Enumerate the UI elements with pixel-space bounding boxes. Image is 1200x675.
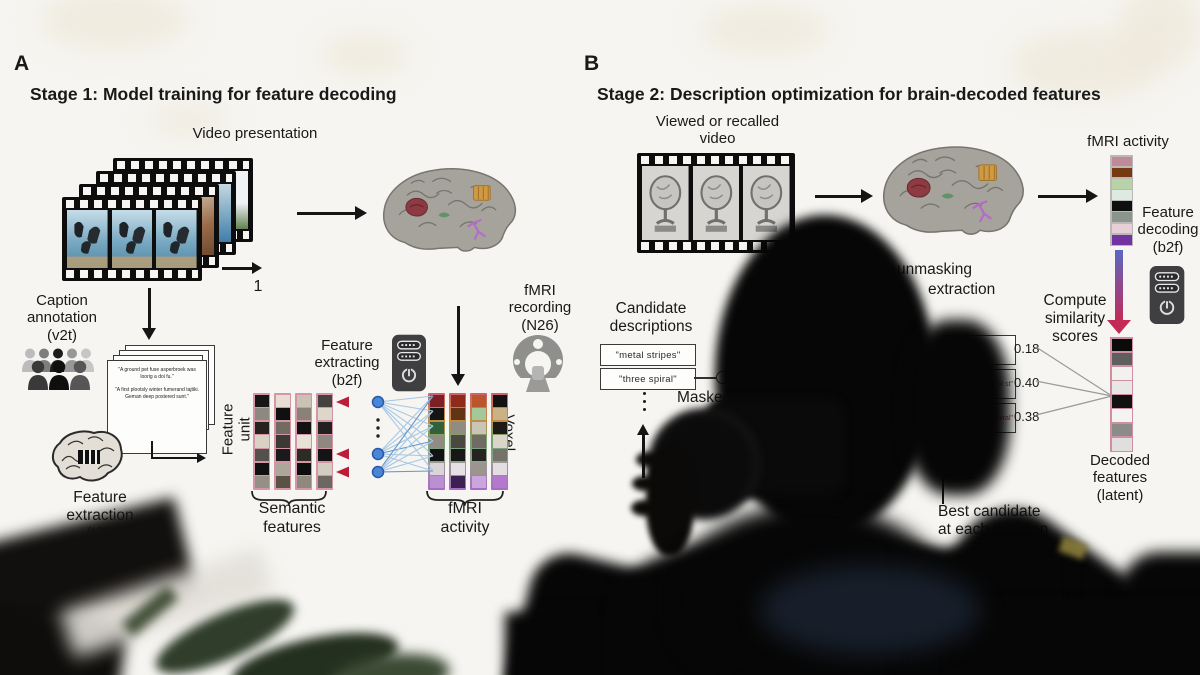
fmri-activity-matrix <box>428 393 508 490</box>
finger-2 <box>632 476 656 491</box>
collar-highlight <box>760 565 980 655</box>
photographer-raised-arm <box>905 320 1010 495</box>
connector-cards-horizontal <box>151 457 199 459</box>
fmri-activity-column <box>1110 155 1133 246</box>
unmasking-label: unmasking <box>897 261 972 278</box>
film-strip-front-icon <box>62 197 202 281</box>
arrow-video-to-captions <box>148 288 151 330</box>
caption-card-front: "A ground pet fuse asperbroek was loorig… <box>107 360 207 454</box>
score-value-2: 0.40 <box>1014 375 1040 390</box>
stage2-title: Stage 2: Description optimization for br… <box>597 84 1101 104</box>
candidate-descriptions-label: Candidate descriptions <box>609 300 693 335</box>
compute-similarity-label: Compute similarity scores <box>1043 292 1107 345</box>
time-tick-label: 1 <box>253 278 263 295</box>
arrow-video-to-brain-b <box>815 195 865 198</box>
finger-1 <box>636 452 660 467</box>
arrow-video-to-brain <box>297 212 357 215</box>
decode-gradient-arrow <box>1115 250 1123 322</box>
score-converge-lines <box>1035 346 1113 416</box>
iteration-up-arrow-head <box>637 424 649 435</box>
semantic-features-matrix <box>253 393 333 490</box>
decode-gradient-arrow-head <box>1107 320 1131 334</box>
connector-cards-vertical <box>151 441 153 459</box>
decoder-network-icon <box>336 395 434 479</box>
feature-extracting-label: Feature extracting (b2f) <box>314 337 380 389</box>
arrow-brain-to-column-head <box>1086 189 1098 203</box>
fmri-activity-label-b: fMRI activity <box>1087 133 1169 150</box>
score-value-3: 0.38 <box>1014 409 1040 424</box>
candidate-box-2: "three spiral" <box>600 368 696 390</box>
decoded-features-label: Decoded features (latent) <box>1089 452 1151 504</box>
arrow-video-to-brain-b-head <box>861 189 873 203</box>
time-arrow <box>222 267 254 270</box>
brain-image-b <box>876 142 1034 250</box>
mri-scanner-icon <box>513 335 563 394</box>
brain-image-a <box>376 164 526 266</box>
arrow-brain-to-activity <box>457 306 460 376</box>
arrow-brain-to-activity-head <box>451 374 465 386</box>
video-presentation-label: Video presentation <box>192 125 318 142</box>
feature-decoding-label: Feature decoding (b2f) <box>1137 204 1199 256</box>
candidate-connector-line <box>694 377 720 379</box>
arrow-video-to-captions-head <box>142 328 156 340</box>
computer-tower-icon-b <box>1148 266 1186 324</box>
language-model-brain-icon <box>52 430 123 482</box>
fmri-activity-label-a: fMRI activity <box>440 500 490 536</box>
connector-cards-head <box>197 453 206 463</box>
candidates-ellipsis-icon <box>643 392 647 396</box>
candidate-box-1: "metal stripes" <box>600 344 696 366</box>
panel-b-label: B <box>584 52 600 75</box>
fmri-recording-label: fMRI recording (N26) <box>508 282 572 334</box>
decoded-features-column <box>1110 337 1133 452</box>
score-value-1: 0.18 <box>1014 341 1040 356</box>
computer-tower-icon-a <box>392 334 426 392</box>
caption-annotation-label: Caption annotation (v2t) <box>26 292 98 344</box>
extraction-label: extraction <box>928 281 996 298</box>
annotators-crowd-icon <box>22 348 94 390</box>
arrow-video-to-brain-head <box>355 206 367 220</box>
panel-a-label: A <box>14 52 30 75</box>
finger-3 <box>631 500 657 516</box>
photographer-bottom-fill <box>950 602 1200 675</box>
caption-text-1: "A ground pet fuse asperbroek was loorig… <box>118 367 196 381</box>
stage1-title: Stage 1: Model training for feature deco… <box>30 84 397 104</box>
viewed-video-label: Viewed or recalled video <box>655 113 780 148</box>
caption-text-2: "A first plootsly winter fumerand tajtik… <box>114 386 200 400</box>
arrow-brain-to-column <box>1038 195 1090 198</box>
feature-unit-axis-label: Feature unit <box>219 403 254 456</box>
semantic-features-label: Semantic features <box>258 500 326 536</box>
time-arrow-head <box>252 262 262 274</box>
